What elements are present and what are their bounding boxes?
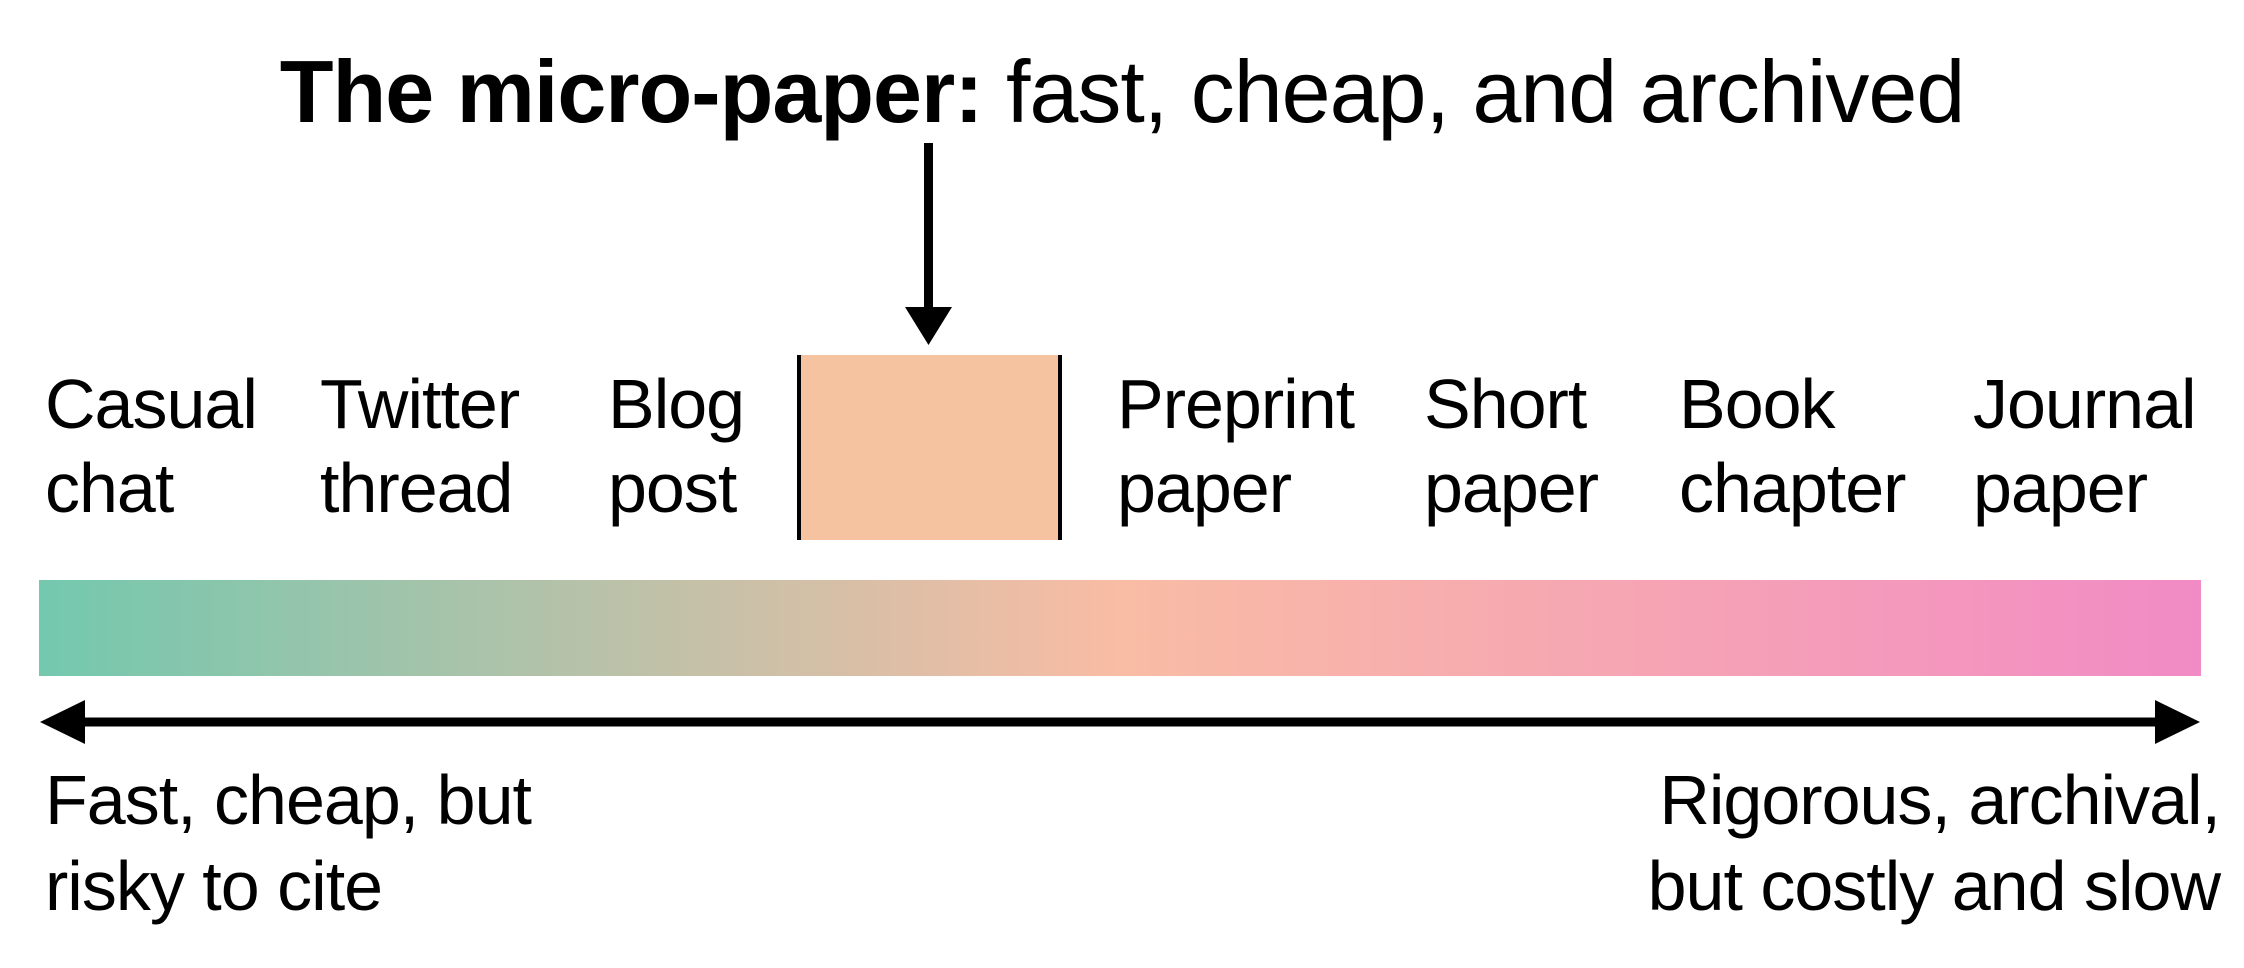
label-short-paper: Short paper [1424,362,1599,530]
label-preprint-paper: Preprint paper [1117,362,1355,530]
label-twitter-thread: Twitter thread [320,362,520,530]
spectrum-gradient-bar [39,580,2201,676]
label-line: post [608,449,737,527]
axis-left-line2: risky to cite [45,847,383,925]
label-line: Casual [45,365,258,443]
label-line: Journal [1973,365,2197,443]
axis-label-left: Fast, cheap, but risky to cite [45,757,532,929]
axis-right-line1: Rigorous, archival, [1659,761,2221,839]
label-journal-paper: Journal paper [1973,362,2197,530]
label-line: thread [320,449,513,527]
label-line: Twitter [320,365,520,443]
label-blog-post: Blog post [608,362,745,530]
axis-right-line2: but costly and slow [1647,847,2221,925]
label-line: paper [1117,449,1292,527]
axis-label-right: Rigorous, archival, but costly and slow [1647,757,2221,929]
title-regular-text: fast, cheap, and archived [982,42,1965,141]
label-line: paper [1424,449,1599,527]
down-arrow-icon [905,143,952,345]
axis-left-line1: Fast, cheap, but [45,761,532,839]
label-line: Preprint [1117,365,1355,443]
diagram-title: The micro-paper: fast, cheap, and archiv… [0,42,2244,142]
label-line: Short [1424,365,1587,443]
label-book-chapter: Book chapter [1679,362,1906,530]
label-line: paper [1973,449,2148,527]
right-arrowhead-icon [2155,700,2200,744]
double-arrow-icon [40,700,2200,744]
label-casual-chat: Casual chat [45,362,258,530]
left-arrowhead-icon [40,700,85,744]
micro-paper-box [797,355,1062,540]
label-line: chat [45,449,174,527]
label-line: chapter [1679,449,1906,527]
title-bold-text: The micro-paper: [279,42,984,141]
label-line: Blog [608,365,745,443]
label-line: Book [1679,365,1836,443]
